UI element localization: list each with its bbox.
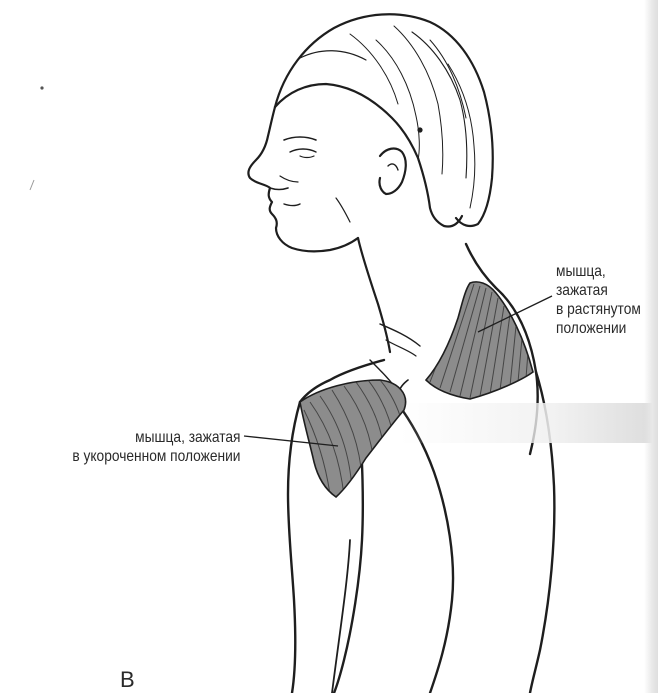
label-line: мышца, зажатая [72,428,240,447]
page-edge-shadow [644,0,658,693]
label-line: в укороченном положении [72,447,240,466]
label-line: в растянутом [556,300,641,319]
stretched-muscle [426,282,533,399]
label-stretched-muscle: мышца, зажатая в растянутом положении [556,262,641,338]
ear [379,149,405,194]
scan-speck [30,180,34,190]
panel-letter: В [120,667,135,693]
label-shortened-muscle: мышца, зажатая в укороченном положении [72,428,240,466]
label-line: зажатая [556,281,641,300]
earring-dot [417,127,422,132]
label-line: положении [556,319,641,338]
scan-artifact-band [400,403,658,443]
scan-speck [40,86,43,89]
hair [275,14,493,226]
face-profile [248,107,390,352]
shortened-muscle [300,380,406,497]
label-line: мышца, [556,262,641,281]
